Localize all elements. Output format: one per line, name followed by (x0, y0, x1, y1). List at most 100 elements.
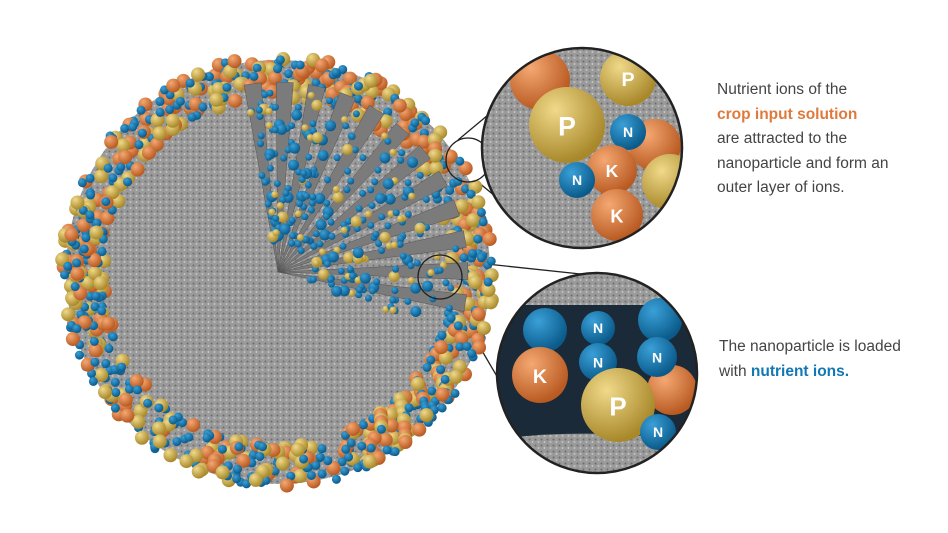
ion-loaded (343, 252, 355, 264)
ion-orange (435, 387, 450, 402)
ion-blue (460, 184, 470, 194)
ion-loaded (288, 239, 296, 247)
ion-blue (241, 479, 251, 489)
ion-blue (427, 386, 437, 396)
ion-blue (299, 454, 309, 464)
ion-loaded (379, 231, 391, 243)
ion-loaded (359, 189, 367, 197)
ion-blue (426, 355, 436, 365)
ion-loaded (265, 107, 273, 115)
ion-orange (378, 432, 393, 447)
ion-gold (448, 369, 463, 384)
ion-gold (97, 385, 112, 400)
ion-gold (410, 377, 425, 392)
ion-blue (101, 197, 111, 207)
ion-blue (202, 433, 212, 443)
ion-blue (168, 415, 178, 425)
ion-loaded (324, 176, 332, 184)
caption-highlight-crop-input: crop input solution (717, 105, 858, 123)
ion-loaded (348, 133, 356, 141)
ion-loaded (308, 199, 316, 207)
ion-blue (63, 261, 73, 271)
ion-loaded (256, 112, 264, 120)
ion-loaded (327, 218, 335, 226)
ion-loaded (261, 178, 269, 186)
ion-blue (234, 442, 244, 452)
ion-gold (362, 454, 377, 469)
ion-loaded (339, 242, 347, 250)
ion-blue (103, 163, 113, 173)
ion-loaded (407, 262, 415, 270)
ion-loaded (327, 251, 339, 263)
ion-loaded (300, 169, 308, 177)
ion-loaded (379, 152, 391, 164)
ion-gold (428, 148, 443, 163)
ion-blue (249, 71, 259, 81)
ion-blue (252, 63, 262, 73)
ion-loaded (247, 108, 255, 116)
ion-loaded (378, 247, 386, 255)
ion-blue (72, 324, 82, 334)
ion-orange (186, 418, 201, 433)
ion-blue (108, 332, 118, 342)
ion-loaded (389, 148, 397, 156)
ion-loaded (331, 285, 343, 297)
ion-blue (110, 403, 120, 413)
ion-loaded (353, 225, 361, 233)
ion-loaded (280, 154, 288, 162)
ion-loaded (296, 200, 304, 208)
ion-loaded (422, 280, 434, 292)
ion-loaded (342, 122, 350, 130)
ion-blue (478, 217, 488, 227)
ion-loaded (344, 167, 352, 175)
ion-orange (64, 227, 79, 242)
caption-highlight-nutrient-ions: nutrient ions. (750, 362, 850, 380)
ion-loaded (319, 229, 331, 241)
ion-loaded (301, 124, 309, 132)
ion-blue (85, 173, 95, 183)
ion-K: K (587, 145, 637, 195)
ion-loaded (279, 223, 291, 235)
ion-blue (154, 403, 164, 413)
svg-text:N: N (623, 124, 633, 140)
ion-loaded (294, 104, 302, 112)
ion-loaded (355, 286, 363, 294)
ion-gold (471, 195, 486, 210)
ion-orange (416, 134, 431, 149)
ion-gold (438, 350, 453, 365)
ion-loaded (272, 214, 280, 222)
ion-blue (185, 78, 195, 88)
ion-loaded (416, 171, 424, 179)
ion-orange (326, 461, 341, 476)
ion-loaded (404, 179, 412, 187)
ion-blue (468, 248, 478, 258)
ion-loaded (397, 235, 405, 243)
ion-loaded (314, 192, 326, 204)
ion-gold (165, 113, 180, 128)
ion-blue (486, 256, 496, 266)
ion-loaded (333, 154, 341, 162)
ion-blue (436, 365, 446, 375)
ion-orange (314, 58, 329, 73)
ion-loaded (359, 154, 367, 162)
ion-loaded (404, 297, 412, 305)
ion-loaded (389, 306, 397, 314)
ion-N: N (581, 311, 615, 345)
ion-blue (70, 282, 80, 292)
ion-loaded (408, 192, 416, 200)
ion-gold (476, 321, 491, 336)
ion-loaded (302, 236, 310, 244)
ion-gold (151, 421, 166, 436)
ion-blue (116, 162, 126, 172)
zoom-marker-inner (417, 254, 463, 300)
ion-blue (311, 78, 321, 88)
ion-blue (104, 344, 114, 354)
ion-blue (311, 460, 321, 470)
ion-loaded (301, 213, 309, 221)
ion-loaded (265, 122, 273, 130)
ion-loaded (396, 240, 404, 248)
ion-loaded (318, 268, 330, 280)
ion-P: P (529, 87, 605, 163)
